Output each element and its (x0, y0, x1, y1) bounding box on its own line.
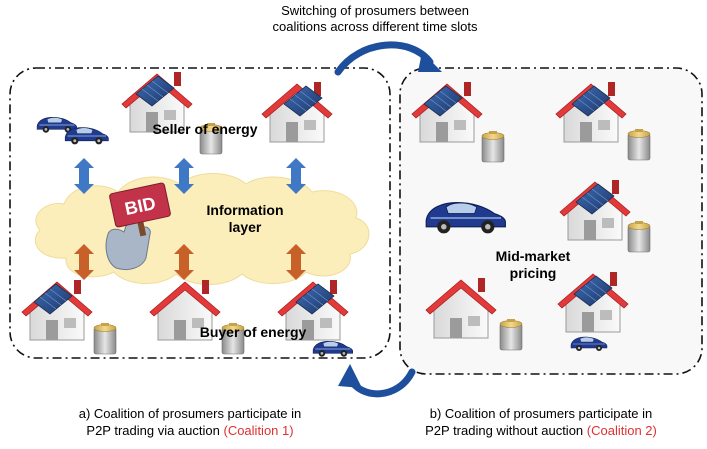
bid-hand-icon: BID (105, 182, 171, 271)
coalition-1-boundary (9, 67, 391, 359)
seller-label: Seller of energy (152, 121, 258, 137)
caption-1-text: P2P trading via auction (86, 422, 224, 438)
caption-1-line-2: P2P trading via auction (Coalition 1) (22, 423, 358, 440)
buyer-label: Buyer of energy (199, 324, 307, 340)
caption-2-text: P2P trading without auction (425, 422, 587, 438)
information-layer-line-2: layer (228, 218, 262, 235)
pricing-line-1: Mid-market (495, 248, 571, 264)
car-icon (64, 127, 109, 145)
house-seller-2 (261, 81, 333, 143)
switch-arrow-top (334, 41, 442, 76)
battery-icon (93, 322, 117, 355)
caption-coalition-2: b) Coalition of prosumers participate in… (378, 406, 704, 440)
house-buyer-1 (21, 279, 93, 341)
car-icon (312, 340, 354, 358)
top-caption: Switching of prosumers between coalition… (230, 3, 520, 34)
bid-sign: BID (109, 182, 171, 228)
top-caption-line-1: Switching of prosumers between (281, 3, 469, 18)
caption-2-line-1: b) Coalition of prosumers participate in (429, 406, 653, 421)
top-caption-line-2: coalitions across different time slots (272, 18, 478, 34)
pricing-line-2: pricing (509, 264, 557, 281)
caption-2-line-2: P2P trading without auction (Coalition 2… (378, 423, 704, 440)
information-layer-label: Information layer (190, 202, 300, 236)
switch-arrow-bottom (338, 364, 416, 398)
battery-icon (481, 130, 505, 163)
battery-icon (627, 128, 651, 161)
mid-market-pricing-label: Mid-market pricing (478, 248, 588, 282)
coalition-2-tag: (Coalition 2) (586, 422, 657, 438)
battery-icon (627, 220, 651, 253)
caption-coalition-1: a) Coalition of prosumers participate in… (22, 406, 358, 440)
coalition-1-tag: (Coalition 1) (223, 422, 294, 438)
information-layer-line-1: Information (206, 202, 284, 218)
battery-icon (499, 318, 523, 351)
caption-1-line-1: a) Coalition of prosumers participate in (78, 406, 302, 421)
